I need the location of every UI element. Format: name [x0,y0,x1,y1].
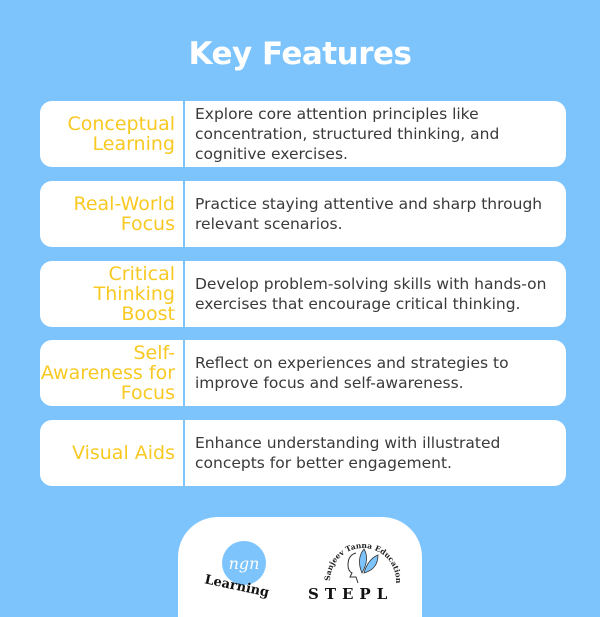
feature-card: Self-Awareness for Focus Reflect on expe… [40,340,566,406]
feature-description: Reflect on experiences and strategies to… [195,354,509,392]
feature-description: Enhance understanding with illustrated c… [195,434,501,472]
feature-description: Develop problem-solving skills with hand… [195,275,547,313]
stepl-logo-text: STEPL [308,585,394,603]
stepl-logo-icon: Sanjeev Tanna Education [323,541,403,584]
feature-card: Critical Thinking Boost Develop problem-… [40,261,566,327]
page-title: Key Features [188,36,412,72]
feature-card: Visual Aids Enhance understanding with i… [40,420,566,486]
ngn-logo-mark: ngn [222,541,266,585]
feature-card: Conceptual Learning Explore core attenti… [40,101,566,167]
feature-label: Real-World Focus [40,181,185,247]
feature-label: Critical Thinking Boost [40,261,185,327]
feature-label: Visual Aids [40,420,185,486]
feature-card: Real-World Focus Practice staying attent… [40,181,566,247]
feature-description: Practice staying attentive and sharp thr… [195,195,543,233]
feature-label: Conceptual Learning [40,101,185,167]
feature-description: Explore core attention principles like c… [195,105,500,163]
feature-label: Self-Awareness for Focus [40,340,185,406]
logo-panel: ngn Learning Sanjeev Tanna Education STE… [178,517,422,617]
